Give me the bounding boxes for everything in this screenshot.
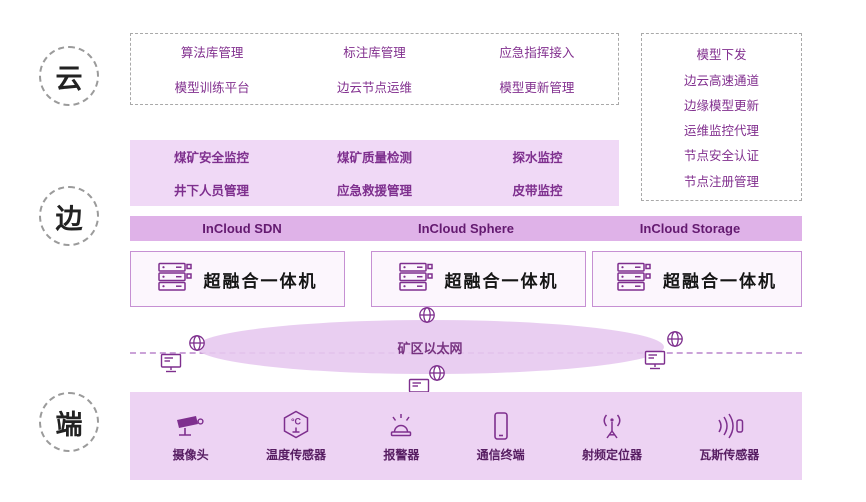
cloud-services-box: 模型下发 边云高速通道 边缘模型更新 运维监控代理 节点安全认证 节点注册管理 (641, 33, 802, 201)
comm-terminal-icon (487, 409, 515, 441)
gas-sensor-icon (713, 409, 745, 441)
cloud-service-item: 节点安全认证 (683, 149, 759, 164)
globe-icon (428, 364, 446, 382)
incloud-storage-label: InCloud Storage (639, 221, 741, 236)
globe-icon (188, 334, 206, 352)
hci-label: 超融合一体机 (444, 271, 559, 291)
hci-box: 超融合一体机 (592, 251, 802, 307)
layer-badge-terminal: 端 (39, 392, 99, 452)
edge-app-item: 煤矿质量检测 (336, 151, 412, 165)
cloud-service-item: 边云高速通道 (683, 73, 759, 88)
layer-badge-cloud: 云 (39, 46, 99, 106)
rf-locator-icon (597, 409, 627, 441)
server-icon (617, 262, 651, 297)
cloud-platform-item: 标注库管理 (343, 46, 406, 60)
edge-apps-panel: 煤矿安全监控 煤矿质量检测 探水监控 井下人员管理 应急救援管理 皮带监控 (130, 140, 619, 206)
degree-label: °C (291, 417, 302, 427)
edge-app-item: 井下人员管理 (173, 184, 249, 198)
terminal-label: 温度传感器 (265, 448, 326, 462)
monitor-icon (644, 350, 666, 370)
monitor-icon (160, 353, 182, 373)
edge-app-item: 探水监控 (512, 151, 563, 165)
layer-label-cloud: 云 (55, 63, 83, 94)
hci-label: 超融合一体机 (663, 271, 777, 291)
terminal-item: °C 温度传感器 (266, 409, 326, 463)
cloud-platform-item: 边云节点运维 (336, 81, 412, 95)
incloud-software-bar: InCloud SDN InCloud Sphere InCloud Stora… (130, 216, 802, 241)
terminal-label: 射频定位器 (581, 448, 642, 462)
terminal-item: 射频定位器 (582, 409, 642, 463)
terminal-item: 瓦斯传感器 (699, 409, 759, 463)
cloud-platform-item: 模型训练平台 (174, 81, 250, 95)
temperature-sensor-icon: °C (280, 409, 312, 441)
camera-icon (175, 409, 207, 441)
terminal-label: 报警器 (383, 448, 420, 462)
cloud-service-item: 模型下发 (696, 48, 747, 63)
cloud-platform-item: 应急指挥接入 (499, 46, 575, 60)
terminal-item: 摄像头 (173, 409, 209, 463)
layer-label-terminal: 端 (55, 409, 83, 440)
globe-icon (666, 330, 684, 348)
hci-box: 超融合一体机 (130, 251, 345, 307)
cloud-service-item: 边缘模型更新 (683, 98, 759, 113)
hci-label: 超融合一体机 (203, 271, 318, 291)
server-icon (157, 262, 192, 297)
hci-box: 超融合一体机 (371, 251, 586, 307)
globe-icon (418, 306, 436, 324)
edge-app-item: 应急救援管理 (336, 184, 412, 198)
terminal-devices-panel: 摄像头 °C 温度传感器 报警器 (130, 392, 802, 480)
ethernet-label: 矿区以太网 (397, 340, 463, 356)
incloud-sdn-label: InCloud SDN (202, 221, 282, 236)
layer-badge-edge: 边 (39, 186, 99, 246)
terminal-item: 报警器 (383, 409, 419, 463)
server-icon (398, 262, 433, 297)
incloud-sphere-label: InCloud Sphere (417, 221, 515, 236)
cloud-platform-item: 算法库管理 (180, 46, 244, 60)
terminal-item: 通信终端 (477, 409, 525, 463)
terminal-label: 瓦斯传感器 (699, 448, 760, 462)
cloud-service-item: 运维监控代理 (683, 124, 759, 139)
cloud-platform-item: 模型更新管理 (499, 81, 575, 95)
edge-app-item: 皮带监控 (512, 184, 563, 198)
edge-app-item: 煤矿安全监控 (173, 151, 249, 165)
terminal-label: 通信终端 (476, 448, 525, 462)
cloud-platform-box: 算法库管理 标注库管理 应急指挥接入 模型训练平台 边云节点运维 模型更新管理 (130, 33, 619, 105)
layer-label-edge: 边 (55, 203, 83, 234)
ethernet-ellipse: 矿区以太网 (196, 320, 664, 374)
alarm-icon (386, 409, 416, 441)
terminal-label: 摄像头 (172, 448, 209, 462)
cloud-service-item: 节点注册管理 (683, 174, 759, 189)
